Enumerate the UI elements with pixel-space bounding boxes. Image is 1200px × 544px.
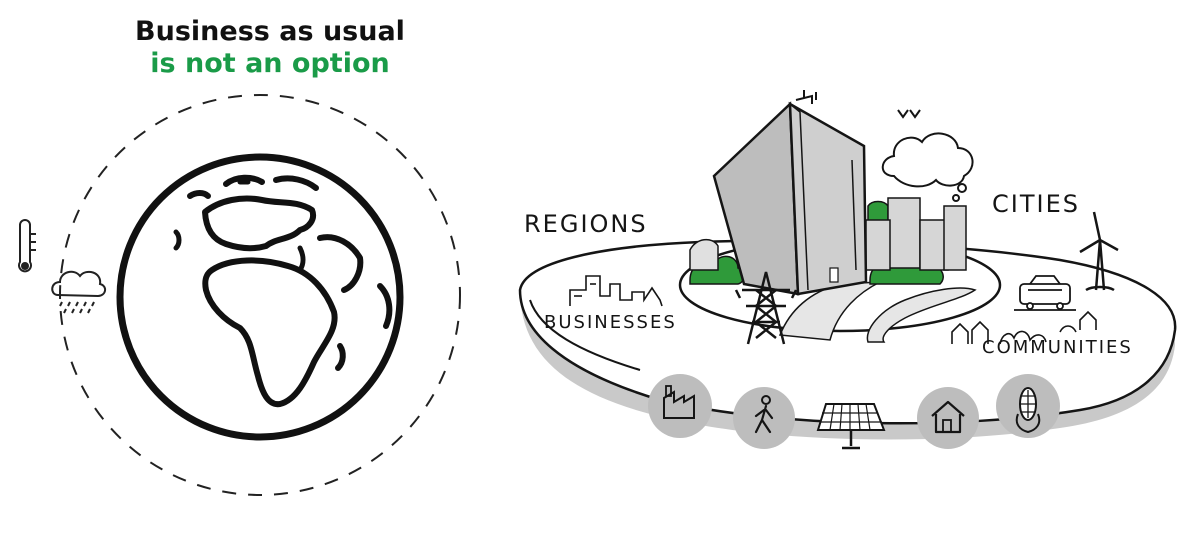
communities-houses [951, 310, 1097, 345]
label-communities: COMMUNITIES [982, 337, 1133, 358]
globe-icon [116, 153, 404, 441]
headline-line-2: is not an option [150, 48, 390, 79]
headline: Business as usual is not an option [90, 16, 450, 80]
label-regions: REGIONS [524, 210, 648, 238]
label-cities: CITIES [992, 190, 1080, 218]
house-icon [917, 387, 979, 449]
label-businesses: BUSINESSES [544, 312, 677, 333]
businesses-skyline [569, 275, 663, 307]
pedestrian-icon [733, 387, 795, 449]
rain-cloud-icon [51, 270, 106, 314]
train [1014, 275, 1076, 311]
power-pylon [734, 271, 798, 345]
solar-panel-icon [816, 403, 886, 450]
headline-line-1: Business as usual [135, 16, 405, 47]
tower-building [712, 90, 868, 296]
corn-icon [996, 374, 1060, 438]
cloud [881, 132, 974, 202]
background-buildings [865, 197, 967, 271]
birds [897, 109, 921, 119]
wind-turbine [1079, 211, 1119, 292]
factory-icon [648, 374, 712, 438]
thermometer-icon [18, 219, 36, 273]
